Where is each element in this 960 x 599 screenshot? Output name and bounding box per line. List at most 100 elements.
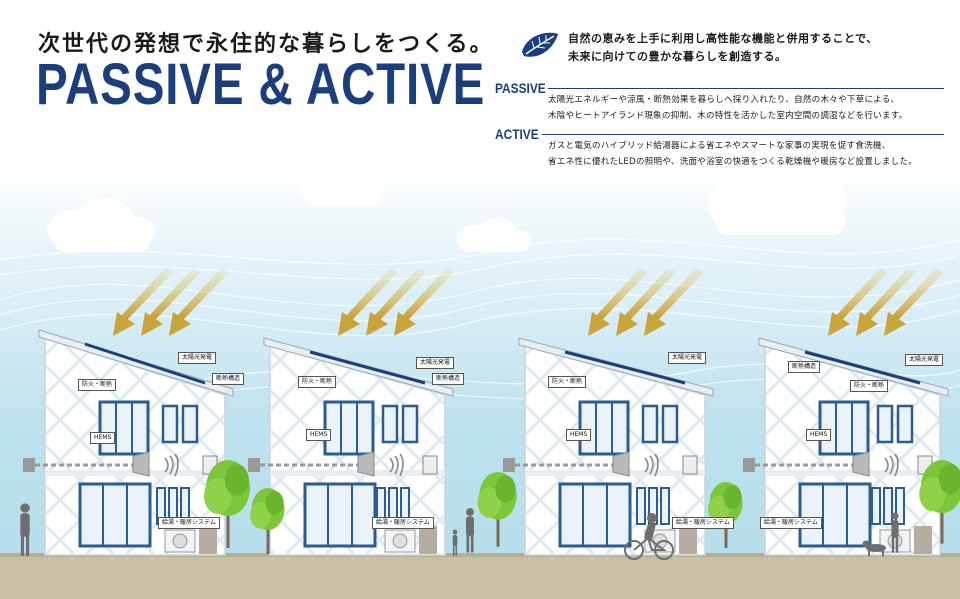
water-heater (199, 526, 217, 554)
sunlight-arrow (616, 268, 676, 336)
small-window (161, 404, 179, 444)
foliage (204, 478, 232, 514)
arrow-head (644, 312, 666, 336)
water-heater (419, 526, 437, 554)
lower-window (78, 482, 152, 548)
trunk (226, 500, 230, 548)
wifi-arc (649, 455, 654, 475)
active-line-1: ガスと電気のハイブリッド給湯器による省エネやスマートな家事の実現を促す食洗機、 (548, 141, 891, 151)
arrow-shaft (346, 268, 398, 320)
meter-box (23, 458, 35, 472)
foliage (938, 463, 960, 495)
small-window (641, 404, 659, 444)
dog-leg (882, 550, 884, 556)
upper-window (818, 400, 870, 456)
passive-label: PASSIVE (495, 80, 546, 96)
sunlight-arrow (856, 268, 916, 336)
house3-hems-tag: HEMS (566, 429, 592, 441)
wifi-arc (644, 457, 649, 473)
sunlight-arrow (884, 268, 944, 336)
house3-fire-tag: 防火・断熱 (548, 376, 587, 388)
small-window (896, 404, 914, 444)
head (452, 529, 458, 535)
dog (862, 540, 886, 556)
hems-unit (132, 451, 150, 477)
wifi-arc (164, 457, 169, 473)
slim-window (871, 487, 881, 525)
passive-rule (548, 88, 944, 89)
arrow-shaft (402, 268, 454, 320)
body (891, 520, 899, 538)
small-window (876, 404, 894, 444)
sunlight-arrow (113, 268, 173, 336)
lower-window (558, 482, 632, 548)
leg (20, 535, 24, 556)
wifi-arc (399, 453, 404, 477)
house1-hems-tag: HEMS (90, 432, 116, 444)
meter-box (743, 458, 755, 472)
slim-window (660, 487, 670, 525)
wifi-arc (654, 453, 659, 477)
arrow-head (169, 312, 191, 336)
tree-4 (708, 482, 743, 548)
trunk (496, 506, 500, 547)
house2-solar-tag: 太陽光発電 (416, 357, 455, 369)
person-adult (466, 508, 474, 553)
meter-box (503, 458, 515, 472)
upper-window (98, 400, 150, 456)
tree-3 (477, 472, 517, 547)
sunlight-arrow (141, 268, 201, 336)
slim-window (636, 487, 646, 525)
person-child (452, 529, 458, 556)
house-4 (743, 337, 949, 556)
sunlight-arrow (338, 268, 398, 336)
water-heater (679, 526, 697, 554)
intro-line-1: 自然の恵みを上手に利用し高性能な機能と併用することで、 (568, 32, 878, 45)
hems-unit (357, 451, 375, 477)
house2-system-tag: 給湯・暖房システム (372, 517, 434, 529)
leg (466, 534, 470, 553)
wifi-arc (889, 455, 894, 475)
arrow-shaft (892, 268, 944, 320)
dog-head (862, 540, 870, 548)
passive-line-1: 太陽光エネルギーや涼風・断熱効果を暮らしへ採り入れたり、自然の木々や下草による、 (548, 95, 900, 105)
house-2 (248, 337, 454, 556)
clouds (47, 158, 847, 252)
body (20, 513, 30, 537)
sunlight-arrow (828, 268, 888, 336)
foliage (477, 487, 502, 518)
arrow-head (616, 312, 638, 336)
roof (38, 329, 234, 397)
arrow-shaft (121, 268, 173, 320)
dog-leg (868, 550, 870, 556)
control-panel (422, 455, 438, 475)
dog-body (866, 544, 886, 552)
outdoor-fan (392, 533, 408, 549)
arrow-head (884, 312, 906, 336)
solar-panel (309, 350, 426, 385)
foliage (265, 491, 284, 515)
arrow-shaft (836, 268, 888, 320)
small-window (661, 404, 679, 444)
leg (452, 545, 455, 556)
house-1 (23, 329, 234, 556)
outdoor-fan (172, 533, 188, 549)
control-panel (682, 455, 698, 475)
wifi-arc (394, 455, 399, 475)
wifi-arc (169, 455, 174, 475)
house1-solar-tag: 太陽光発電 (178, 352, 217, 364)
arrow-shaft (652, 268, 704, 320)
trunk (940, 498, 944, 544)
foliage (224, 464, 249, 496)
head (20, 503, 30, 513)
house1-insulation-tag: 断熱構造 (212, 373, 245, 385)
small-window (401, 404, 419, 444)
arrow-head (588, 312, 610, 336)
tree-2 (250, 488, 285, 554)
wifi-arc (174, 453, 179, 477)
slim-window (883, 487, 893, 525)
floor-band (270, 470, 445, 476)
body (466, 516, 474, 537)
foliage (723, 485, 742, 509)
